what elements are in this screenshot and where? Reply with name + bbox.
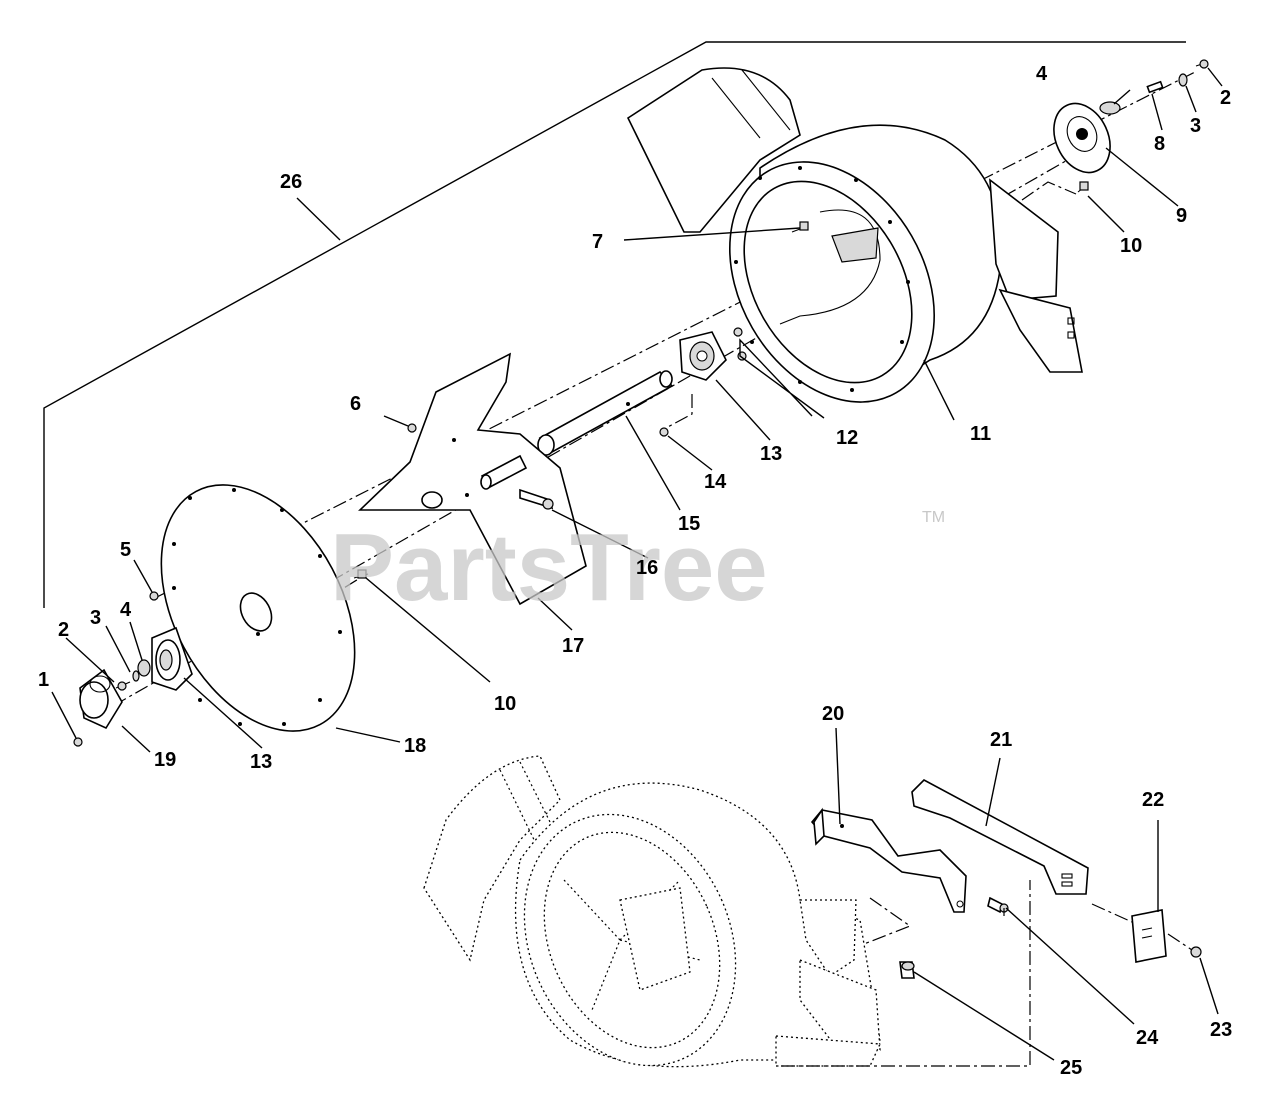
plate-part-22 [1131, 909, 1167, 963]
nut-part-5 [149, 591, 159, 601]
callout-7: 7 [592, 231, 603, 253]
callout-16: 16 [636, 557, 658, 579]
callout-4-left: 4 [120, 599, 132, 621]
callout-11: 11 [970, 423, 991, 445]
callout-21: 21 [990, 729, 1012, 751]
callout-10-lower: 10 [494, 693, 516, 715]
bearing-cap-part-19 [79, 668, 123, 730]
leader-lines [51, 67, 1223, 1061]
bolt-part-16 [519, 488, 554, 510]
callout-8: 8 [1154, 133, 1165, 155]
callout-15: 15 [678, 513, 700, 535]
bolt-part-7 [791, 221, 809, 233]
callout-14: 14 [704, 471, 727, 493]
callout-1: 1 [38, 669, 49, 691]
callout-numbers: 26 4 2 3 8 9 10 7 11 12 13 14 15 16 17 6… [38, 63, 1232, 1079]
lock-washer-part-3-top [1178, 73, 1188, 87]
blower-housing-part-11 [626, 67, 1083, 403]
callout-18: 18 [404, 735, 426, 757]
impeller-part-17 [358, 352, 587, 606]
callout-13-right: 13 [760, 443, 782, 465]
callout-25: 25 [1060, 1057, 1082, 1079]
housing-phantom-view [423, 755, 881, 1068]
watermark: PartsTree TM [330, 509, 945, 621]
callout-20: 20 [822, 703, 844, 725]
callout-13-left: 13 [250, 751, 272, 773]
callout-24: 24 [1136, 1027, 1159, 1049]
washer-part-4-top [1099, 101, 1121, 115]
callout-9: 9 [1176, 205, 1187, 227]
callout-19: 19 [154, 749, 176, 771]
bolt-part-24 [987, 896, 1009, 914]
nut-14-path [665, 394, 693, 429]
screw-part-2-top [1195, 59, 1209, 69]
bracket-part-20 [810, 807, 967, 913]
assembly-bracket-26 [43, 41, 1186, 608]
pulley-part-9 [1053, 102, 1111, 174]
bolt-part-10-lower [353, 569, 369, 579]
washer-part-4-left [137, 659, 151, 677]
callout-23: 23 [1210, 1019, 1232, 1041]
svg-text:PartsTree: PartsTree [330, 514, 768, 621]
callout-3-left: 3 [90, 607, 101, 629]
bolt-10-path-top [1021, 181, 1077, 201]
bearing-flange-part-13-left [151, 626, 193, 691]
bolt-part-10-top [1077, 181, 1089, 193]
shaft-part-15 [537, 370, 674, 456]
lock-washer-part-3-left [132, 670, 140, 682]
bearing-flange-part-13-right [679, 331, 727, 381]
callout-6: 6 [350, 393, 361, 415]
callout-22: 22 [1142, 789, 1164, 811]
callout-26: 26 [280, 171, 302, 193]
nut-part-1 [73, 737, 83, 747]
callout-4-top: 4 [1036, 63, 1048, 85]
nut-part-14 [659, 427, 669, 437]
callout-12: 12 [836, 427, 858, 449]
key-part-8 [1146, 80, 1164, 94]
backplate-part-18 [160, 484, 356, 732]
callout-10-top: 10 [1120, 235, 1142, 257]
svg-text:TM: TM [922, 509, 945, 526]
screw-part-2-left [115, 681, 131, 691]
callout-2-left: 2 [58, 619, 69, 641]
bolt-part-25 [899, 961, 915, 979]
bolt-part-6 [407, 423, 417, 433]
callout-3-top: 3 [1190, 115, 1201, 137]
callout-2-top: 2 [1220, 87, 1231, 109]
callout-17: 17 [562, 635, 584, 657]
bottom-assembly-lines [776, 880, 1193, 1067]
bracket-part-21 [911, 779, 1089, 895]
callout-5: 5 [120, 539, 131, 561]
nut-part-23 [1190, 946, 1202, 958]
